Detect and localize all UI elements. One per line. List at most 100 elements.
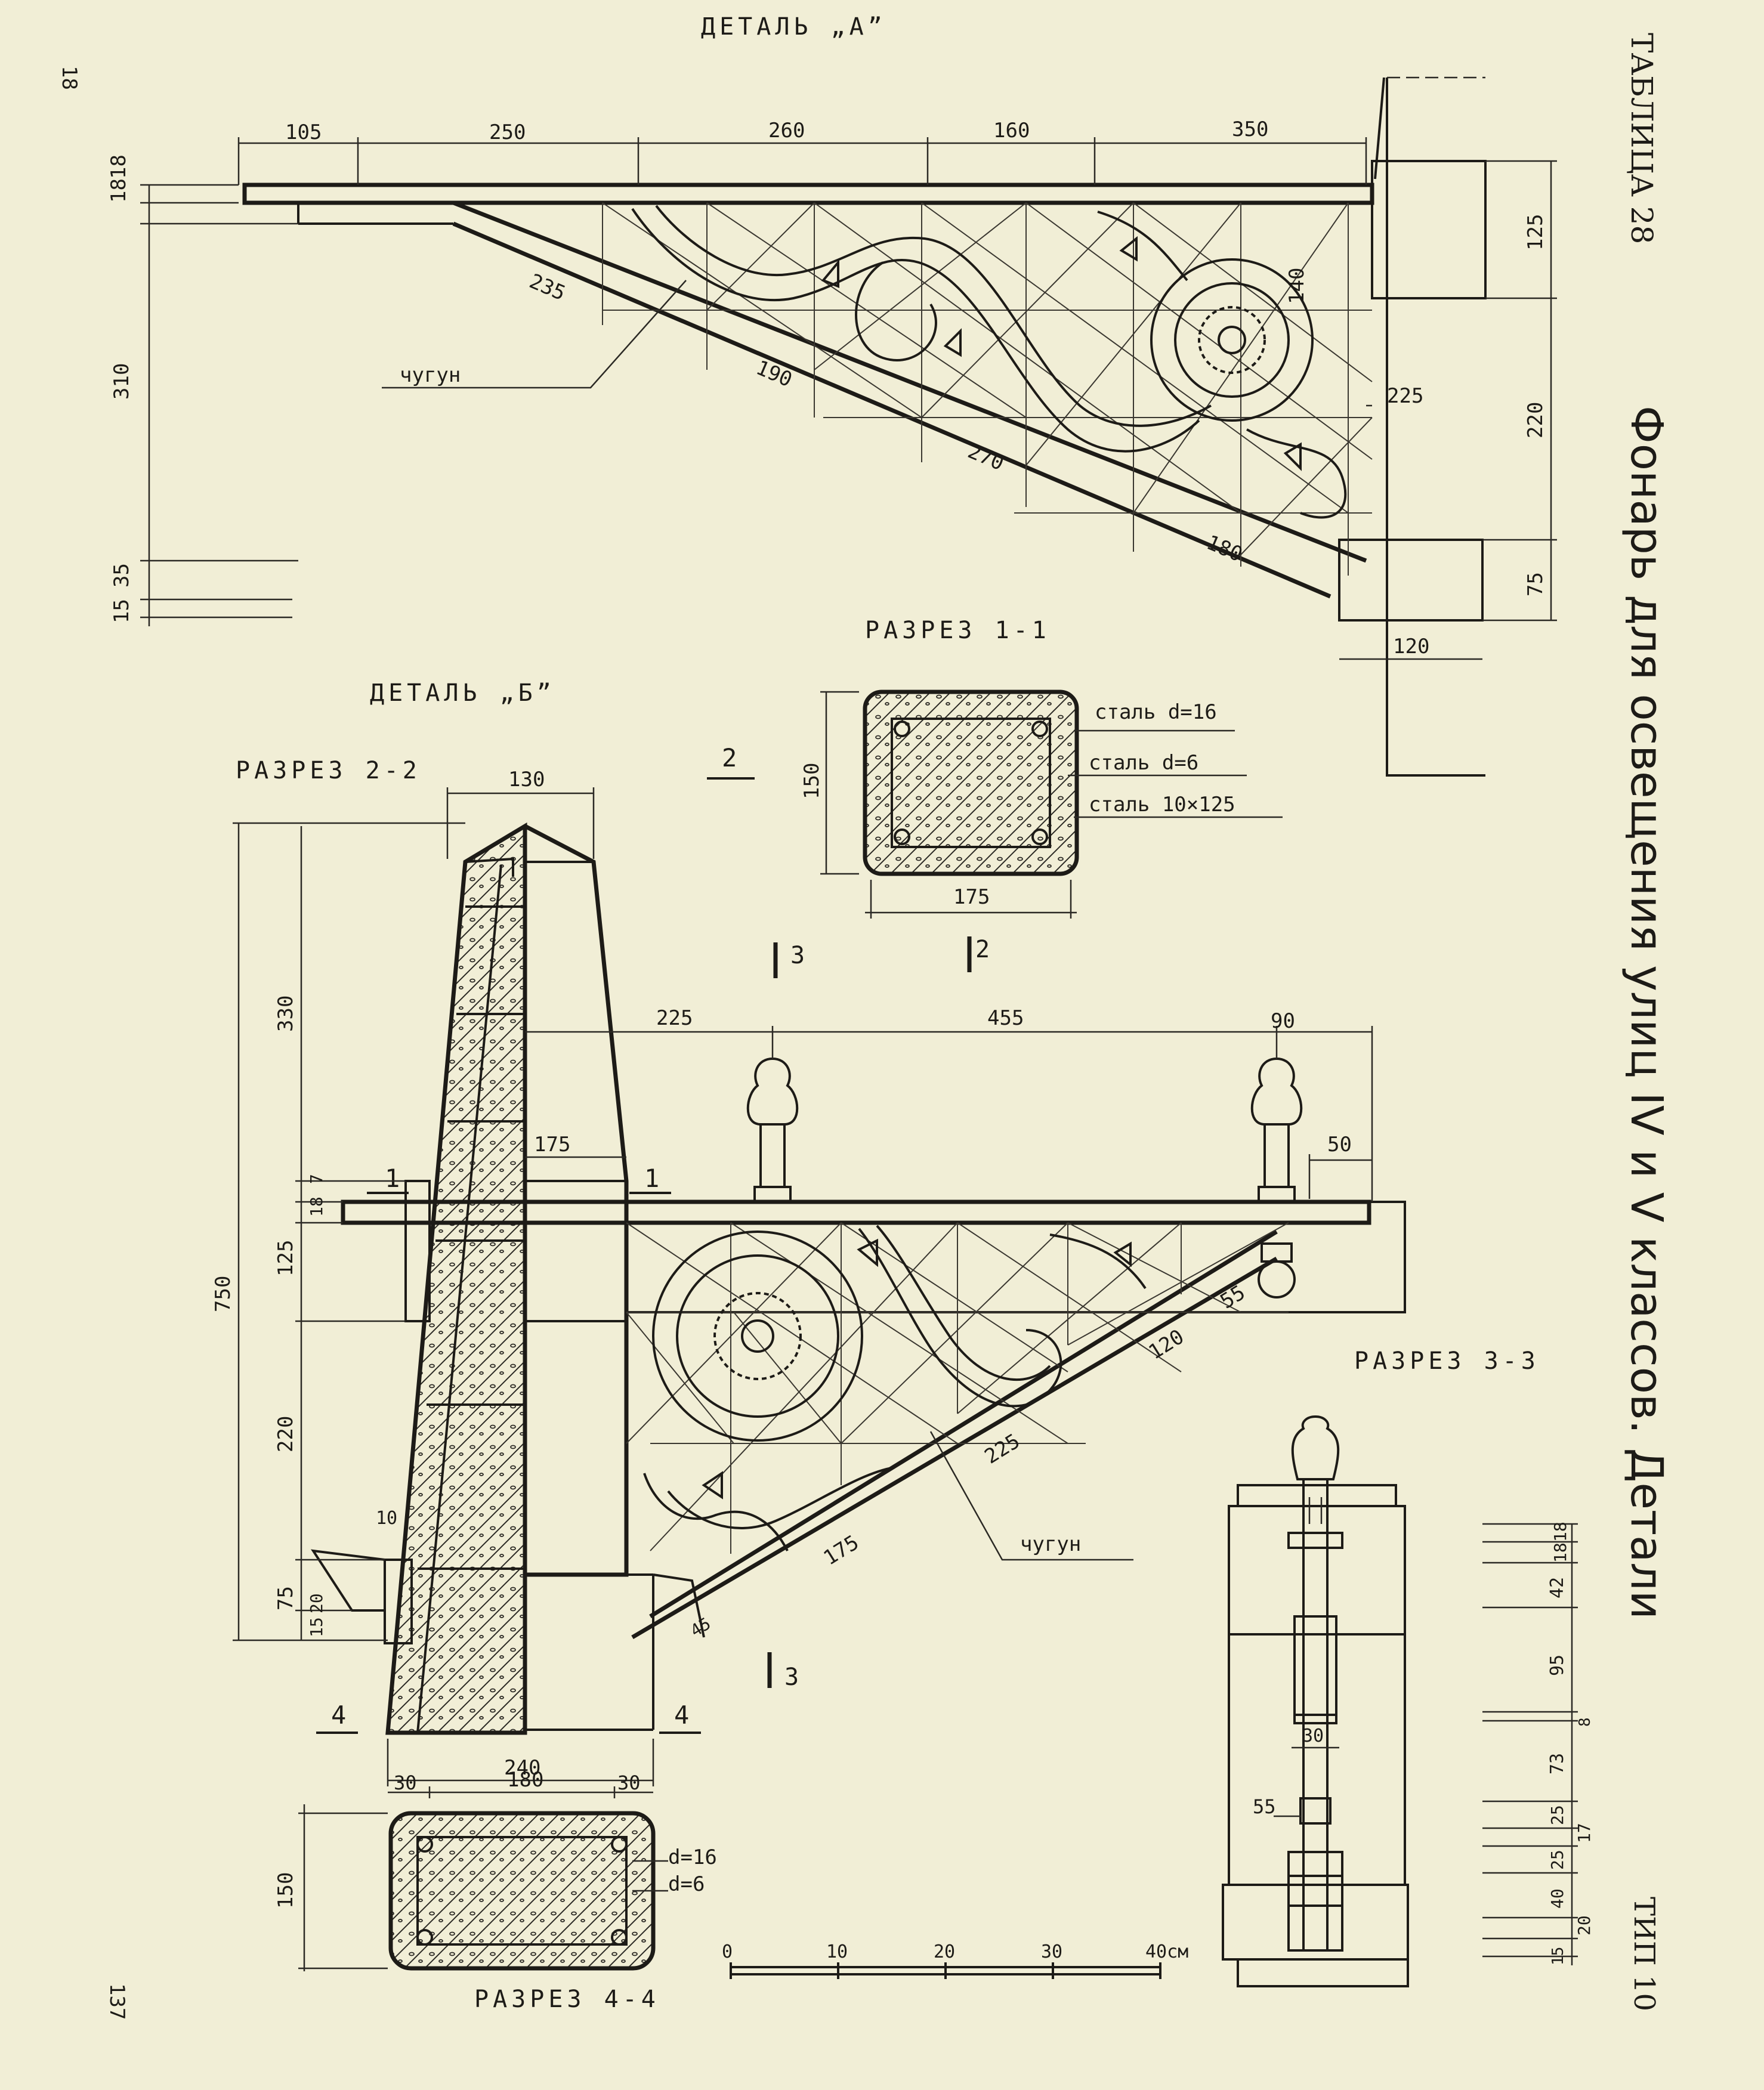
scale-tick-20: 20	[934, 1941, 955, 1962]
section-4-4-profile	[298, 1804, 668, 1971]
dim-a-left-1: 18	[107, 154, 131, 179]
mark-1-left: 1	[385, 1164, 400, 1193]
scale-bar	[730, 1962, 1161, 1979]
dim-s11-width: 175	[953, 885, 990, 909]
dim-s33-7: 25	[1547, 1805, 1567, 1825]
dim-s11-height: 150	[800, 763, 824, 799]
steel-6-label: сталь d=6	[1089, 751, 1198, 775]
dim-b-left-4: 18	[307, 1197, 326, 1217]
detail-a-dims	[140, 137, 1557, 660]
page-number-top: 18	[57, 66, 81, 90]
dim-s33-inner-55: 55	[1253, 1795, 1276, 1818]
cast-iron-label-b: чугун	[1020, 1532, 1081, 1556]
dim-s33-12: 15	[1549, 1947, 1567, 1965]
dim-a-top-4: 160	[993, 119, 1030, 143]
detail-b-title: ДЕТАЛЬ „Б”	[370, 679, 555, 707]
dim-s33-1: 18	[1550, 1522, 1570, 1542]
dim-a-inner-1: 140	[1285, 268, 1309, 304]
section-3-3-profile	[1222, 1415, 1409, 1987]
d16-label: d=16	[668, 1845, 717, 1869]
dim-a-left-5: 15	[110, 599, 134, 623]
detail-b-post	[310, 822, 1406, 1735]
dim-b-left-6: 220	[274, 1416, 298, 1452]
dim-s33-4: 95	[1547, 1655, 1568, 1676]
page-number-bottom: 137	[105, 1983, 129, 2020]
dim-a-right-2: 220	[1524, 402, 1547, 438]
dim-b-left-3: 7	[307, 1174, 326, 1184]
cast-iron-label-a: чугун	[400, 363, 461, 387]
section-2-2-title: РАЗРЕЗ 2-2	[236, 757, 421, 784]
mark-1-right: 1	[644, 1164, 659, 1193]
dim-b-top-4: 90	[1271, 1009, 1295, 1033]
dim-a-diag-2: 190	[752, 355, 795, 392]
dim-b-bottom-1: 240	[504, 1756, 540, 1780]
dim-b-left-5: 125	[274, 1240, 298, 1276]
dim-a-top-1: 105	[285, 120, 322, 144]
dim-s33-9: 25	[1547, 1850, 1567, 1870]
dim-b-diag-1: 55	[1216, 1281, 1250, 1314]
dim-s33-inner-30: 30	[1302, 1726, 1324, 1746]
dim-b-top-5: 175	[534, 1133, 570, 1157]
dim-a-right-3: 75	[1524, 572, 1547, 596]
scale-tick-30: 30	[1041, 1941, 1062, 1962]
type-label: ТИП 10	[1627, 1897, 1661, 2011]
dim-a-inner-2: 225	[1387, 384, 1423, 408]
section-3-3-dim-chain	[1482, 1523, 1578, 1965]
dim-a-inner-3: 120	[1393, 635, 1429, 658]
sheet-title: Фонарь для освещения улиц IV и V классов…	[1621, 406, 1672, 1619]
dim-b-left-8: 20	[307, 1593, 326, 1613]
steel-10x125-label: сталь 10×125	[1089, 793, 1235, 817]
mark-3-upper: 3	[790, 942, 805, 969]
dim-s44-height: 150	[274, 1872, 298, 1909]
section-3-3-title: РАЗРЕЗ 3-3	[1354, 1347, 1540, 1375]
dim-b-diag-5: 45	[687, 1613, 714, 1641]
mark-2-upper: 2	[722, 743, 737, 772]
dim-s33-3: 42	[1547, 1577, 1568, 1599]
dim-a-diag-3: 270	[964, 439, 1007, 475]
dim-s33-5: 8	[1576, 1717, 1594, 1727]
dim-a-left-3: 310	[110, 363, 134, 400]
mark-2-lower: 2	[975, 936, 990, 963]
mark-4-left: 4	[331, 1701, 346, 1730]
scale-end: 40см	[1145, 1941, 1188, 1962]
dim-b-top-6: 50	[1327, 1133, 1352, 1157]
dim-a-diag-1: 235	[526, 269, 569, 305]
dim-s33-8: 17	[1574, 1823, 1594, 1843]
dim-b-top-1: 130	[508, 768, 545, 792]
dim-a-left-2: 18	[107, 178, 131, 203]
scale-tick-0: 0	[722, 1941, 733, 1962]
dim-a-top-3: 260	[768, 119, 805, 143]
dim-s33-6: 73	[1547, 1753, 1568, 1774]
dim-s33-10: 40	[1547, 1888, 1567, 1909]
dim-b-left-9: 15	[307, 1617, 326, 1637]
dim-a-right-1: 125	[1524, 214, 1547, 251]
dim-b-diag-4: 175	[820, 1531, 863, 1570]
mark-4-right: 4	[674, 1701, 689, 1730]
dim-b-left-2: 330	[274, 995, 298, 1032]
d6-label: d=6	[668, 1872, 705, 1896]
mark-3-lower: 3	[784, 1664, 799, 1691]
dim-a-diag-4: 180	[1203, 530, 1246, 567]
dim-b-left-1: 750	[211, 1276, 235, 1312]
dim-b-top-2: 225	[656, 1006, 693, 1030]
dim-s33-11: 20	[1574, 1915, 1594, 1936]
dim-b-left-10: 10	[376, 1508, 397, 1529]
table-label: ТАБЛИЦА 28	[1624, 33, 1659, 244]
dim-b-diag-3: 225	[981, 1429, 1024, 1468]
dim-b-bottom-2: 30	[394, 1771, 417, 1794]
section-4-4-title: РАЗРЕЗ 4-4	[474, 1986, 660, 2013]
dim-b-left-7: 75	[274, 1586, 298, 1610]
dim-s33-2: 18	[1550, 1542, 1570, 1563]
dim-b-bottom-3: 180	[507, 1768, 543, 1792]
detail-a-bracket	[242, 76, 1487, 777]
dim-a-left-4: 35	[110, 563, 134, 588]
detail-a-title: ДЕТАЛЬ „А”	[701, 13, 886, 41]
dim-a-top-2: 250	[489, 120, 526, 144]
steel-16-label: сталь d=16	[1095, 700, 1217, 724]
section-1-1-title: РАЗРЕЗ 1-1	[865, 617, 1051, 644]
section-1-1-profile	[820, 690, 1283, 919]
scale-tick-10: 10	[826, 1941, 848, 1962]
dim-b-bottom-4: 30	[617, 1771, 641, 1794]
